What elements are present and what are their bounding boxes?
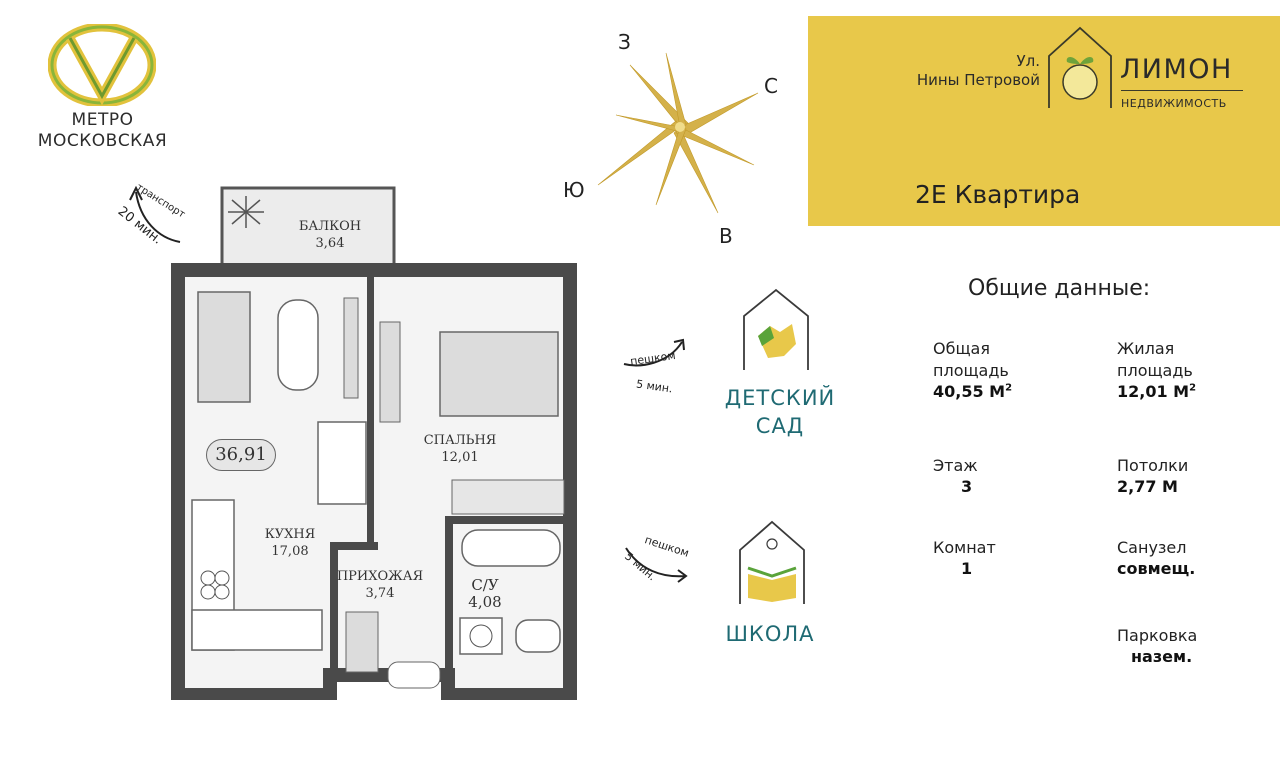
room-hallway: ПРИХОЖАЯ 3,74 (330, 568, 430, 602)
street-name: Нины Петровой (916, 71, 1040, 89)
floor-value: 3 (961, 477, 973, 496)
stat-parking: Парковка назем. (1117, 625, 1197, 666)
lemon-house-logo-icon (1048, 26, 1112, 108)
apartment-title: 2Е Квартира (915, 180, 1081, 209)
bedroom-area: 12,01 (441, 450, 479, 465)
living-area-label2: площадь (1117, 361, 1193, 380)
stats-title: Общие данные: (968, 276, 1151, 301)
stat-rooms: Комнат 1 (933, 537, 996, 578)
room-kitchen: КУХНЯ 17,08 (240, 526, 340, 560)
kitchen-name: КУХНЯ (264, 527, 316, 542)
parking-label: Парковка (1117, 626, 1198, 645)
brand-subtitle: НЕДВИЖИМОСТЬ (1121, 97, 1227, 110)
metro-logo-icon (48, 24, 156, 106)
kindergarten-name: ДЕТСКИЙ САД (700, 384, 860, 440)
total-area-label1: Общая (933, 339, 990, 358)
bathroom-label: Санузел (1117, 538, 1187, 557)
floor-plan (171, 186, 577, 700)
walk-arrow-kindergarten-icon (623, 338, 685, 367)
bathroom-value: совмещ. (1117, 559, 1196, 578)
stat-floor: Этаж 3 (933, 455, 978, 496)
street-address: Ул. Нины Петровой (870, 52, 1040, 90)
ceilings-value: 2,77 М (1117, 477, 1178, 496)
hallway-name: ПРИХОЖАЯ (336, 569, 424, 584)
rooms-label: Комнат (933, 538, 996, 557)
compass-east: В (719, 224, 733, 248)
stat-living-area: Жилая площадь 12,01 М2 (1117, 338, 1196, 401)
room-balcony: БАЛКОН 3,64 (280, 218, 380, 252)
kindergarten-walk-time: 5 мин. (635, 377, 674, 396)
total-area-label2: площадь (933, 361, 1009, 380)
walk-arrow-school-icon (625, 547, 688, 583)
kindergarten-house-icon (743, 288, 809, 370)
transport-arrow-icon (129, 185, 181, 243)
living-area-value: 12,01 М2 (1117, 382, 1197, 401)
compass-north: С (764, 74, 778, 98)
brand-banner (808, 16, 1280, 226)
balcony-area: 3,64 (315, 236, 345, 251)
metro-station-name: МЕТРО МОСКОВСКАЯ (20, 110, 185, 152)
rooms-value: 1 (961, 559, 973, 578)
metro-line1: МЕТРО (71, 110, 134, 130)
bathroom-name: С/У (471, 576, 499, 594)
school-house-icon (739, 520, 805, 604)
kitchen-area: 17,08 (271, 544, 309, 559)
room-bedroom: СПАЛЬНЯ 12,01 (405, 432, 515, 466)
compass-south: Ю (563, 178, 585, 202)
school-name: ШКОЛА (725, 622, 815, 646)
hallway-area: 3,74 (365, 586, 395, 601)
kindergarten-line1: ДЕТСКИЙ (724, 386, 836, 410)
kindergarten-line2: САД (755, 414, 805, 438)
ceilings-label: Потолки (1117, 456, 1189, 475)
compass-west: З (618, 30, 631, 54)
room-bathroom: С/У 4,08 (460, 577, 510, 611)
floor-label: Этаж (933, 456, 978, 475)
brand-name: ЛИМОН (1120, 54, 1233, 85)
balcony-name: БАЛКОН (298, 219, 362, 234)
bathroom-area: 4,08 (468, 593, 502, 611)
compass-star-icon (597, 52, 759, 214)
stat-ceilings: Потолки 2,77 М (1117, 455, 1188, 496)
bedroom-name: СПАЛЬНЯ (423, 433, 497, 448)
street-prefix: Ул. (1016, 52, 1041, 70)
stat-total-area: Общая площадь 40,55 М2 (933, 338, 1012, 401)
living-area-label1: Жилая (1117, 339, 1175, 358)
parking-value: назем. (1131, 647, 1193, 666)
brand-divider (1121, 90, 1243, 91)
total-area-value: 40,55 М2 (933, 382, 1013, 401)
stat-bathroom: Санузел совмещ. (1117, 537, 1195, 578)
metro-line2: МОСКОВСКАЯ (37, 131, 168, 151)
total-area-badge: 36,91 (206, 439, 276, 471)
